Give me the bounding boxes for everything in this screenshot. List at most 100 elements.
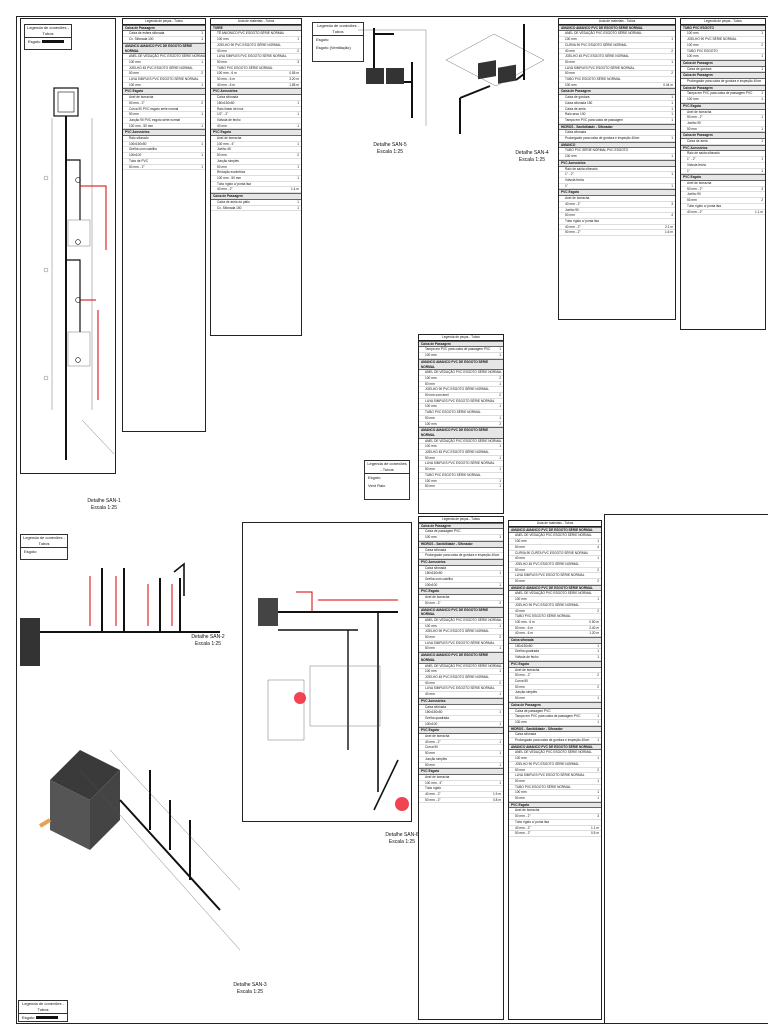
item-quantity: 1: [499, 762, 501, 767]
item-description: 50 mm: [425, 381, 435, 386]
table-title: Legenda de peças - Tubos: [123, 19, 205, 25]
item-description: ANEL DE VEDAÇÃO PVC ESGOTO SÉRIE NORMAL: [129, 54, 206, 59]
item-description: Anel de borracha: [425, 774, 450, 779]
item-description: 40 mm: [217, 123, 227, 128]
table-row: Tubo rígido: [419, 786, 503, 793]
item-description: 100 mm - 4": [217, 141, 235, 146]
item-description: Caixa de esfera sifonada: [129, 31, 165, 36]
item-description: 50 mm: [515, 684, 525, 689]
item-description: 100 mm: [217, 37, 229, 42]
legend-item: Esgoto (Ventilação): [316, 45, 351, 50]
table-row: JOELHO 45 PVC ESGOTO SÉRIE NORMAL: [123, 66, 205, 72]
item-description: Caixa de gordura: [565, 95, 590, 100]
item-description: 50 mm - 2": [515, 831, 531, 836]
item-quantity: 2: [761, 42, 763, 47]
item-description: 100 mm: [425, 375, 437, 380]
detail-title: Detalhe SAN-5: [373, 142, 407, 148]
item-quantity: 2: [297, 48, 299, 53]
item-description: Cx. Sifonada 150: [217, 205, 242, 210]
table-title: Legenda de peças - Tubos: [681, 19, 765, 25]
item-description: 50 mm - 2": [687, 115, 703, 120]
table-section-header: Caixa de Passagem: [681, 59, 765, 67]
table-row: Junção 90 PVC esgoto série normal: [123, 118, 205, 124]
item-description: LUVA SIMPLES PVC ESGOTO SÉRIE NORMAL: [425, 398, 495, 403]
table-row: JOELHO 45 PVC ESGOTO SÉRIE NORMAL: [419, 450, 503, 456]
item-quantity: 1: [499, 478, 501, 483]
item-description: Anel de borracha: [687, 180, 712, 185]
table-section-header: PVC Esgoto: [509, 660, 601, 668]
legend-title: Legenda de conexões - Tubos: [313, 23, 363, 36]
legend-title: Legenda de conexões - Tubos: [21, 535, 67, 548]
item-quantity: 2: [201, 100, 203, 105]
item-quantity: 2: [499, 680, 501, 685]
table-row: 50 mm - 2"1: [123, 165, 205, 171]
item-description: Joelho 90: [687, 120, 701, 125]
table-section-header: PVC Esgoto: [123, 88, 205, 96]
item-description: JOELHO 45 PVC ESGOTO SÉRIE NORMAL: [425, 450, 490, 455]
item-description: Caixa sifonada: [425, 704, 447, 709]
table-row: TUBO PVC ESGOTO SÉRIE NORMAL: [559, 77, 675, 83]
item-quantity: 1: [671, 95, 673, 100]
item-description: 50 mm: [515, 778, 525, 783]
table-section-header: PVC Esgoto: [509, 801, 601, 809]
legend-san2: Legenda de conexões - Tubos Esgoto: [20, 534, 68, 560]
caption-san3: Detalhe SAN-3 Escala 1:25: [220, 982, 280, 996]
table-row: Cx. Sifonada 150 1: [211, 206, 301, 212]
table-row: Caixa sifonada: [419, 705, 503, 711]
item-description: 50 mm - 2": [425, 600, 441, 605]
item-quantity: 1: [765, 79, 766, 84]
item-description: 100 mm: [515, 756, 527, 761]
item-quantity: 3: [597, 814, 599, 819]
item-quantity: 1: [597, 597, 599, 602]
item-quantity: 1: [297, 205, 299, 210]
item-description: TUBO PVC SÉRIE NORMAL PVC ESGOTO: [565, 148, 629, 153]
item-description: 40 mm: [515, 556, 525, 561]
item-quantity: 2: [499, 635, 501, 640]
item-description: JOELHO 45 PVC ESGOTO SÉRIE NORMAL: [515, 561, 580, 566]
legend-item: Esgoto: [25, 38, 71, 46]
item-description: Tampa em PVC para caixa de passagem PVC: [687, 91, 753, 96]
item-quantity: 1: [597, 719, 599, 724]
legend-item: Esgoto: [19, 1014, 67, 1021]
table-row: JOELHO 90 PVC ESGOTO SÉRIE NORMAL: [509, 762, 601, 768]
table-section-header: PVC Esgoto: [559, 189, 675, 197]
table-section-header: Caixa de Passagem: [509, 701, 601, 709]
table-section-header: AMANCO AMANCO PVC DE ESGOTO SÉRIE NORMAL: [419, 606, 503, 618]
item-quantity: 1: [201, 59, 203, 64]
table-row: Anel de borracha: [681, 110, 765, 116]
table-section-header: AMANCO AMANCO PVC DE ESGOTO SÉRIE NORMAL: [509, 584, 601, 592]
item-quantity: 1: [671, 172, 673, 177]
table-row: ANEL DE VEDAÇÃO PVC ESGOTO SÉRIE NORMAL: [509, 591, 601, 598]
item-quantity: 1.20 m: [589, 631, 599, 636]
item-quantity: 1: [499, 739, 501, 744]
table-row: Curva 90: [509, 679, 601, 685]
item-description: ANEL DE VEDAÇÃO PVC ESGOTO SÉRIE NORMAL: [515, 750, 592, 755]
item-quantity: 1: [201, 164, 203, 169]
item-quantity: 1: [499, 669, 501, 674]
table-row: Anel de borracha: [419, 775, 503, 781]
item-description: 50 mm: [425, 646, 435, 651]
item-description: 40 mm: [425, 692, 435, 697]
drawing-san2: [20, 562, 220, 666]
table-section-header: PVC Esgoto: [211, 129, 301, 137]
item-description: 100 mm - 6 m: [217, 71, 237, 76]
item-description: LUVA SIMPLES PVC ESGOTO SÉRIE NORMAL: [129, 77, 199, 82]
item-description: 100x100: [425, 582, 438, 587]
table-title: Legenda de peças - Tubos: [419, 517, 503, 523]
legend-title: Legenda de conexões - Tubos: [25, 25, 71, 38]
